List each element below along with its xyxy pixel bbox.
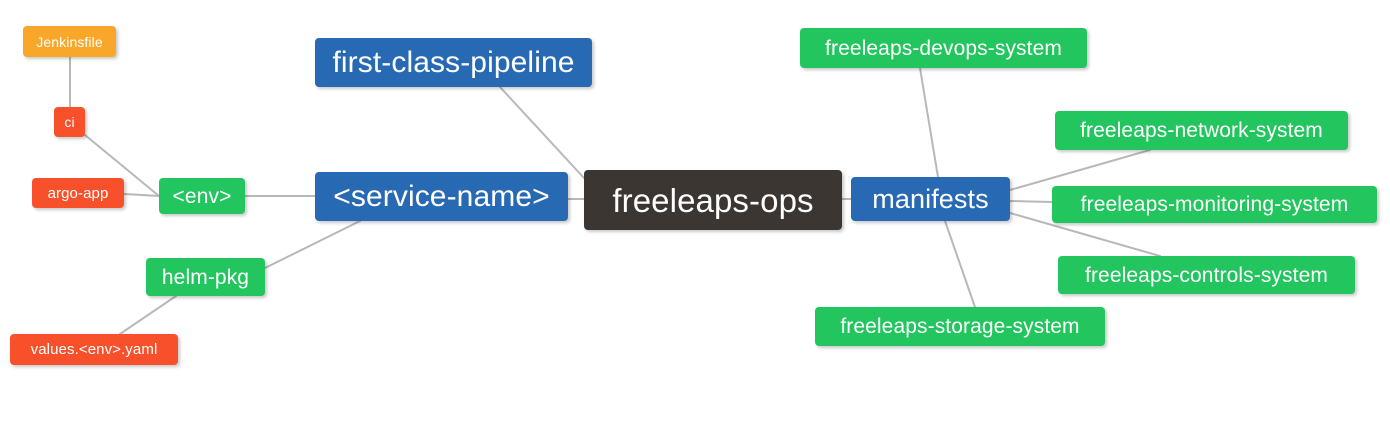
edge-manifests-to-network <box>1009 149 1151 191</box>
node-network[interactable]: freeleaps-network-system <box>1055 111 1348 150</box>
node-manifests[interactable]: manifests <box>851 177 1010 221</box>
edge-helm-pkg-to-values-yaml <box>119 295 177 335</box>
edge-manifests-to-storage <box>944 220 976 308</box>
edge-manifests-to-devops <box>919 67 939 178</box>
node-values-yaml[interactable]: values.<env>.yaml <box>10 334 178 365</box>
node-root[interactable]: freeleaps-ops <box>584 170 842 230</box>
node-monitoring[interactable]: freeleaps-monitoring-system <box>1052 186 1377 223</box>
node-controls[interactable]: freeleaps-controls-system <box>1058 256 1355 294</box>
node-helm-pkg[interactable]: helm-pkg <box>146 258 265 296</box>
node-storage[interactable]: freeleaps-storage-system <box>815 307 1105 346</box>
edge-argo-app-to-env <box>123 193 160 197</box>
node-argo-app[interactable]: argo-app <box>32 178 124 208</box>
edge-service-name-to-pipeline <box>499 86 585 179</box>
edge-service-name-to-helm-pkg <box>264 220 361 269</box>
edge-manifests-to-monitoring <box>1009 200 1053 203</box>
node-env[interactable]: <env> <box>159 178 245 214</box>
node-devops[interactable]: freeleaps-devops-system <box>800 28 1087 68</box>
node-jenkinsfile[interactable]: Jenkinsfile <box>23 26 116 57</box>
node-ci[interactable]: ci <box>54 107 85 137</box>
node-pipeline[interactable]: first-class-pipeline <box>315 38 592 87</box>
node-service-name[interactable]: <service-name> <box>315 172 568 221</box>
